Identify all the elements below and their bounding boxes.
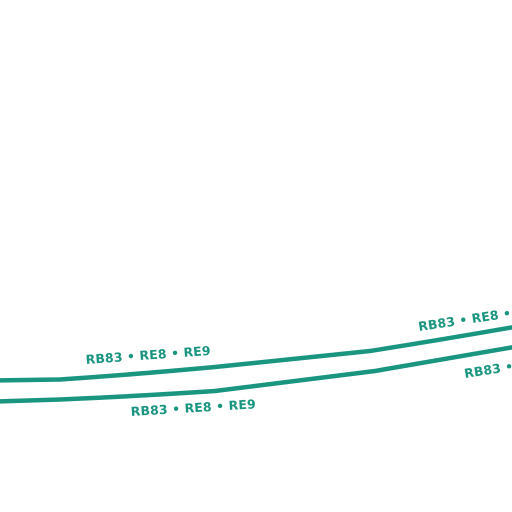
rail-route-line-lower [0,345,512,404]
rail-route-line-upper [0,325,512,383]
